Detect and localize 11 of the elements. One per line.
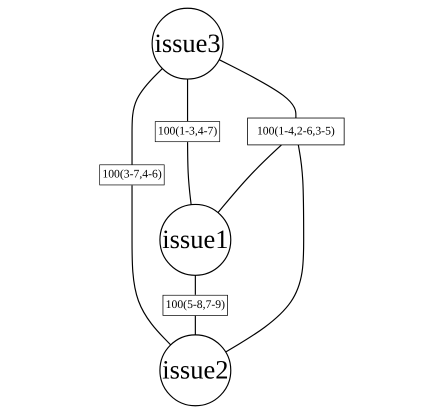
connector [218,59,296,118]
connector [217,144,282,213]
edge-label: 100(5-8,7-9) [165,298,225,312]
node-box: 100(1-4,2-6,3-5) [247,118,344,146]
edge-label: 100(1-3,4-7) [158,125,218,138]
connector [225,144,304,353]
connector [131,68,171,346]
node-circle: issue3 [151,8,224,80]
node-circle: issue2 [159,334,232,406]
edge-label: 100(3-7,4-6) [102,168,162,181]
node-circle: issue1 [159,204,232,276]
